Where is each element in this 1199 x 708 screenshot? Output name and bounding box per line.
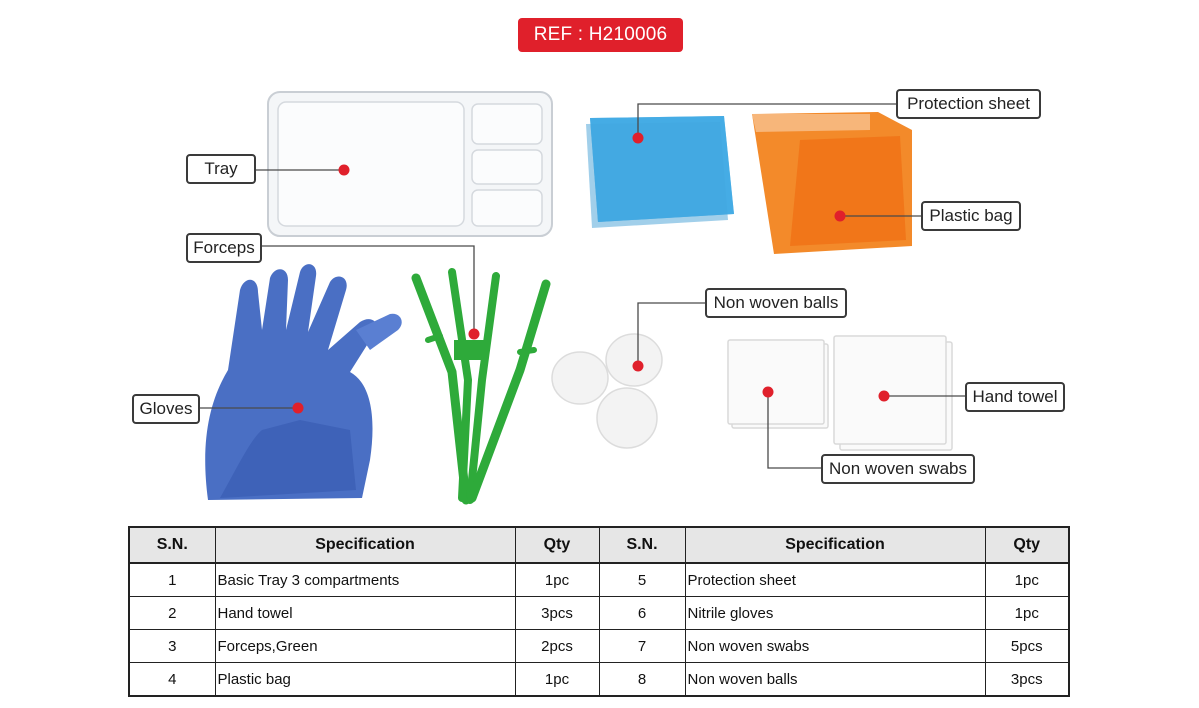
cell-qty: 3pcs: [984, 662, 1070, 697]
label-tray: Tray: [186, 154, 256, 184]
cell-qty: 2pcs: [514, 629, 600, 663]
header-sn: S.N.: [128, 526, 216, 564]
cell-specification: Non woven swabs: [684, 629, 986, 663]
cell-sn: 6: [598, 596, 686, 630]
header-sn: S.N.: [598, 526, 686, 564]
cell-specification: Hand towel: [214, 596, 516, 630]
ref-badge: REF : H210006: [518, 18, 683, 52]
cell-sn: 4: [128, 662, 216, 697]
header-specification: Specification: [214, 526, 516, 564]
table-row: 3 Forceps,Green 2pcs 7 Non woven swabs 5…: [128, 629, 1070, 663]
cell-sn: 8: [598, 662, 686, 697]
tray-image: [267, 91, 553, 237]
label-non-woven-balls: Non woven balls: [705, 288, 847, 318]
gloves-image: [205, 264, 402, 500]
protection-sheet-image: [586, 116, 734, 228]
label-gloves: Gloves: [132, 394, 200, 424]
cell-sn: 7: [598, 629, 686, 663]
table-header-row: S.N. Specification Qty S.N. Specificatio…: [128, 526, 1070, 564]
protection-sheet-marker: [632, 132, 644, 144]
non-woven-balls-marker: [632, 360, 644, 372]
ref-label: REF :: [533, 24, 589, 45]
label-plastic-bag: Plastic bag: [921, 201, 1021, 231]
plastic-bag-marker: [834, 210, 846, 222]
cell-sn: 1: [128, 562, 216, 597]
cell-qty: 1pc: [984, 596, 1070, 630]
gloves-marker: [292, 402, 304, 414]
cell-sn: 5: [598, 562, 686, 597]
cell-qty: 5pcs: [984, 629, 1070, 663]
label-forceps: Forceps: [186, 233, 262, 263]
label-protection-sheet: Protection sheet: [896, 89, 1041, 119]
forceps-marker: [468, 328, 480, 340]
header-qty: Qty: [984, 526, 1070, 564]
plastic-bag-image: [752, 112, 912, 254]
table-row: 4 Plastic bag 1pc 8 Non woven balls 3pcs: [128, 662, 1070, 697]
marker-dots: [292, 132, 890, 414]
cell-specification: Basic Tray 3 compartments: [214, 562, 516, 597]
cell-specification: Plastic bag: [214, 662, 516, 697]
cell-specification: Non woven balls: [684, 662, 986, 697]
label-non-woven-swabs: Non woven swabs: [821, 454, 975, 484]
label-hand-towel: Hand towel: [965, 382, 1065, 412]
cell-sn: 2: [128, 596, 216, 630]
cell-specification: Nitrile gloves: [684, 596, 986, 630]
cell-specification: Forceps,Green: [214, 629, 516, 663]
header-specification: Specification: [684, 526, 986, 564]
specification-table: S.N. Specification Qty S.N. Specificatio…: [128, 526, 1070, 697]
cell-sn: 3: [128, 629, 216, 663]
cell-qty: 3pcs: [514, 596, 600, 630]
table-row: 1 Basic Tray 3 compartments 1pc 5 Protec…: [128, 562, 1070, 597]
tray-marker: [338, 164, 350, 176]
non-woven-swabs-marker: [762, 386, 774, 398]
ref-code: H210006: [588, 24, 668, 45]
non-woven-swabs-image: [727, 339, 829, 429]
non-woven-balls-image: [551, 333, 663, 449]
hand-towel-marker: [878, 390, 890, 402]
hand-towel-image: [833, 335, 953, 451]
leader-lines: [198, 103, 966, 469]
cell-specification: Protection sheet: [684, 562, 986, 597]
product-illustration: [198, 91, 966, 505]
forceps-image: [411, 268, 551, 505]
cell-qty: 1pc: [514, 662, 600, 697]
cell-qty: 1pc: [514, 562, 600, 597]
header-qty: Qty: [514, 526, 600, 564]
table-row: 2 Hand towel 3pcs 6 Nitrile gloves 1pc: [128, 596, 1070, 630]
cell-qty: 1pc: [984, 562, 1070, 597]
